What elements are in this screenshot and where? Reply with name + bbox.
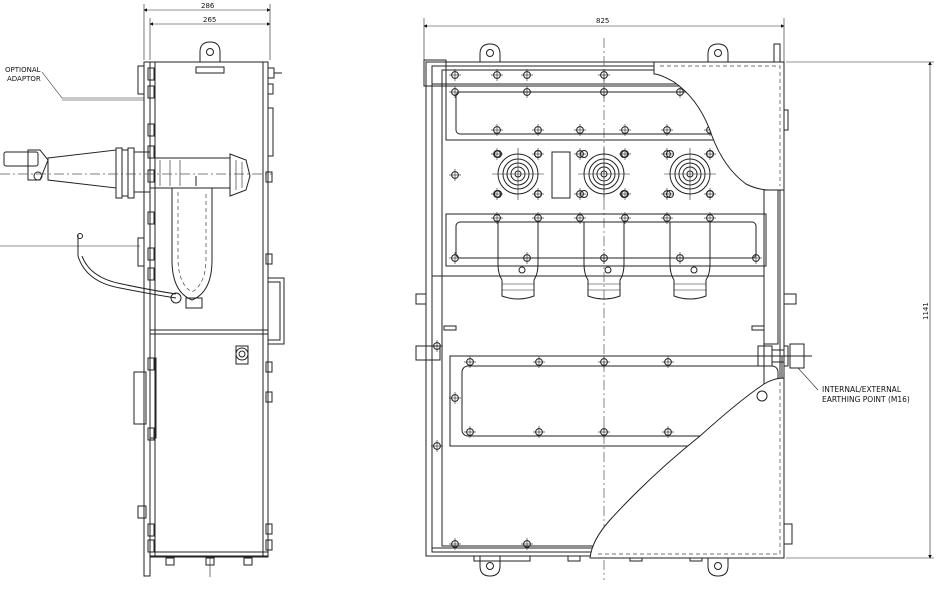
- front-view: 825 1141: [415, 17, 934, 580]
- bolt: [491, 212, 503, 224]
- adaptor-callout: OPTIONAL ADAPTOR: [5, 66, 144, 101]
- bolt: [662, 426, 674, 438]
- duct: [669, 222, 711, 300]
- front-center-window: [551, 151, 571, 199]
- side-dimensions: 286 265: [143, 2, 271, 60]
- dim-825: 825: [596, 17, 609, 25]
- front-bushings: [492, 148, 716, 200]
- dim-286: 286: [201, 2, 215, 10]
- side-rear-bolts: [147, 67, 273, 553]
- bolt: [491, 124, 503, 136]
- bolt: [449, 538, 461, 550]
- bolt: [661, 124, 673, 136]
- bolt: [521, 252, 533, 264]
- bolt: [574, 212, 586, 224]
- bolt: [449, 69, 461, 81]
- bolt: [532, 188, 544, 200]
- bolt: [574, 124, 586, 136]
- bolt: [464, 426, 476, 438]
- bolt: [598, 69, 610, 81]
- bolt: [661, 212, 673, 224]
- duct: [497, 222, 539, 300]
- side-cabinet: [133, 41, 285, 577]
- bolt: [574, 188, 586, 200]
- bolt: [521, 538, 533, 550]
- side-view: 286 265: [0, 2, 285, 577]
- bolt: [449, 169, 461, 181]
- bolt: [449, 252, 461, 264]
- label-earthing-line1: INTERNAL/EXTERNAL: [822, 385, 902, 394]
- bolt: [491, 188, 503, 200]
- bolt: [574, 148, 586, 160]
- bolt: [662, 356, 674, 368]
- bolt: [619, 188, 631, 200]
- bushing: [664, 148, 716, 200]
- bolt: [449, 86, 461, 98]
- side-insulator: [171, 176, 213, 309]
- bolt: [674, 86, 686, 98]
- bolt: [704, 148, 716, 160]
- side-bushing: [0, 147, 272, 199]
- front-cover-lower: [589, 377, 785, 559]
- bolt: [532, 148, 544, 160]
- bolt: [674, 252, 686, 264]
- bolt: [491, 148, 503, 160]
- front-dimensions: 825 1141: [423, 17, 934, 559]
- front-cover-upper: [653, 61, 785, 191]
- bolt: [598, 86, 610, 98]
- bolt: [449, 392, 461, 404]
- bolt: [598, 252, 610, 264]
- label-earthing-line2: EARTHING POINT (M16): [822, 395, 910, 404]
- bolt: [619, 212, 631, 224]
- label-optional: OPTIONAL: [5, 66, 41, 74]
- side-earth-cable: [0, 233, 182, 304]
- bolt: [521, 69, 533, 81]
- bolt: [521, 86, 533, 98]
- bolt: [619, 124, 631, 136]
- bolt: [464, 356, 476, 368]
- front-ducts: [497, 222, 711, 300]
- bolt: [704, 188, 716, 200]
- bolt: [750, 252, 762, 264]
- label-adaptor: ADAPTOR: [7, 75, 41, 83]
- bolt: [619, 148, 631, 160]
- bolt: [431, 340, 443, 352]
- bolt: [533, 356, 545, 368]
- bushing: [578, 148, 630, 200]
- bolt: [533, 426, 545, 438]
- dim-265: 265: [203, 16, 216, 24]
- duct: [583, 222, 625, 300]
- bolt: [598, 426, 610, 438]
- dim-1141: 1141: [922, 302, 930, 320]
- bolt: [661, 148, 673, 160]
- bolt: [532, 124, 544, 136]
- bolt: [661, 188, 673, 200]
- front-earthing-point: INTERNAL/EXTERNAL EARTHING POINT (M16): [748, 343, 910, 404]
- bolt: [491, 69, 503, 81]
- bolt: [598, 356, 610, 368]
- bolt: [431, 440, 443, 452]
